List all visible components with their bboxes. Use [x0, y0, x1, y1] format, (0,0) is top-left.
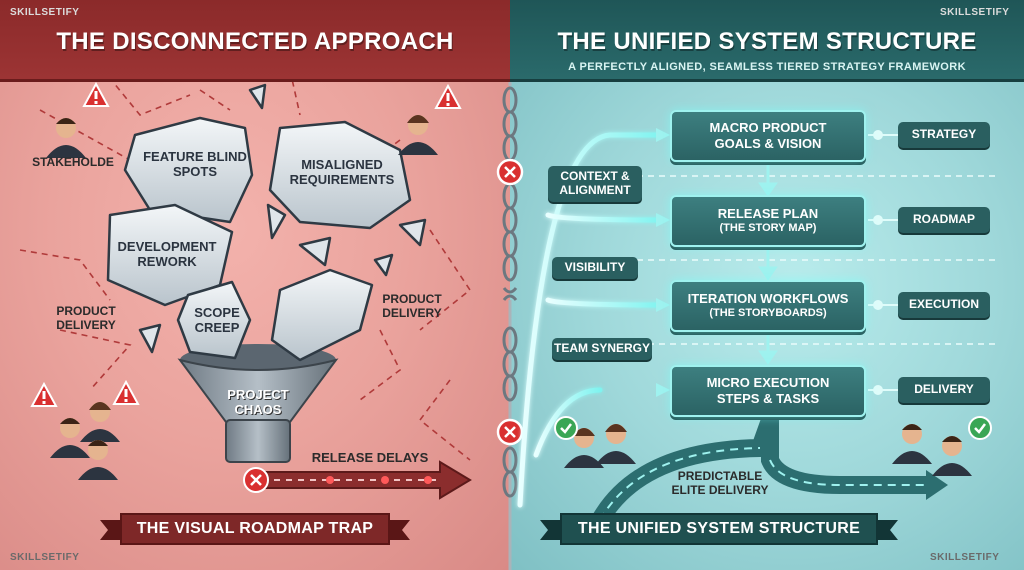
tag-execution: EXECUTION [898, 292, 990, 318]
warning-icon [112, 379, 140, 405]
warning-icon [434, 83, 462, 109]
tag-context-alignment: CONTEXT & ALIGNMENT [548, 166, 642, 202]
person-icon [564, 428, 604, 468]
product-delivery-right: PRODUCT DELIVERY [382, 292, 442, 320]
person-icon [596, 424, 636, 464]
team-figures [564, 424, 972, 476]
person-icon [78, 440, 118, 480]
left-footer-ribbon: THE VISUAL ROADMAP TRAP [120, 513, 390, 545]
funnel-label: PROJECT CHAOS [227, 387, 289, 417]
broken-shards [106, 83, 427, 362]
error-icon [496, 158, 524, 186]
tag-team-synergy: TEAM SYNERGY [552, 338, 652, 360]
node-release-plan: RELEASE PLAN (THE STORY MAP) [670, 195, 866, 247]
person-icon [932, 436, 972, 476]
brand-logo-bottom-right: SKILLSETIFY [930, 552, 1000, 563]
tier-separators [560, 175, 1000, 345]
tag-delivery: DELIVERY [898, 377, 990, 403]
shard-development-rework: DEVELOPMENT REWORK [117, 239, 217, 269]
delivery-path [591, 411, 948, 529]
warning-icon [30, 381, 58, 407]
stakeholder-figures [46, 115, 438, 480]
brand-logo-top-right: SKILLSETIFY [940, 7, 1010, 18]
chain-divider [502, 0, 518, 570]
ribbon-tails [100, 520, 898, 540]
right-title: THE UNIFIED SYSTEM STRUCTURE [557, 28, 977, 55]
check-icon [968, 416, 992, 440]
right-footer-ribbon: THE UNIFIED SYSTEM STRUCTURE [560, 513, 878, 545]
tier-arrows [758, 162, 778, 365]
outcome-label: PREDICTABLE ELITE DELIVERY [671, 469, 769, 497]
tag-visibility: VISIBILITY [552, 257, 638, 279]
warning-icons [30, 81, 462, 407]
arrow-heads [656, 128, 670, 397]
error-icon [243, 467, 269, 493]
release-delays-label: RELEASE DELAYS [311, 450, 429, 465]
glow-connectors [517, 132, 665, 508]
error-icon [496, 418, 524, 446]
tag-connectors [868, 130, 898, 395]
shard-feature-blind-spots: FEATURE BLIND SPOTS [143, 149, 247, 179]
release-delays-arrow [243, 460, 472, 500]
warning-icon [82, 81, 110, 107]
tag-roadmap: ROADMAP [898, 207, 990, 233]
brand-logo-top-left: SKILLSETIFY [10, 7, 80, 18]
right-subtitle: A PERFECTLY ALIGNED, SEAMLESS TIERED STR… [568, 61, 966, 73]
person-icon [50, 418, 90, 458]
stakeholder-label: STAKEHOLDE [32, 155, 114, 169]
node-micro-execution: MICRO EXECUTION STEPS & TASKS [670, 365, 866, 417]
check-icon [554, 416, 578, 440]
tag-strategy: STRATEGY [898, 122, 990, 148]
person-icon [398, 115, 438, 155]
right-banner: THE UNIFIED SYSTEM STRUCTURE A PERFECTLY… [510, 0, 1024, 82]
success-icons [554, 416, 992, 440]
node-macro-product-goals: MACRO PRODUCT GOALS & VISION [670, 110, 866, 162]
node-iteration-workflows: ITERATION WORKFLOWS (THE STORYBOARDS) [670, 280, 866, 332]
person-icon [46, 118, 86, 158]
product-delivery-left: PRODUCT DELIVERY [56, 304, 116, 332]
shard-scope-creep: SCOPE CREEP [194, 305, 240, 335]
person-icon [892, 424, 932, 464]
left-title: THE DISCONNECTED APPROACH [56, 28, 454, 55]
brand-logo-bottom-left: SKILLSETIFY [10, 552, 80, 563]
shard-misaligned-requirements: MISALIGNED REQUIREMENTS [289, 157, 395, 187]
person-icon [80, 402, 120, 442]
left-banner: THE DISCONNECTED APPROACH [0, 0, 510, 82]
